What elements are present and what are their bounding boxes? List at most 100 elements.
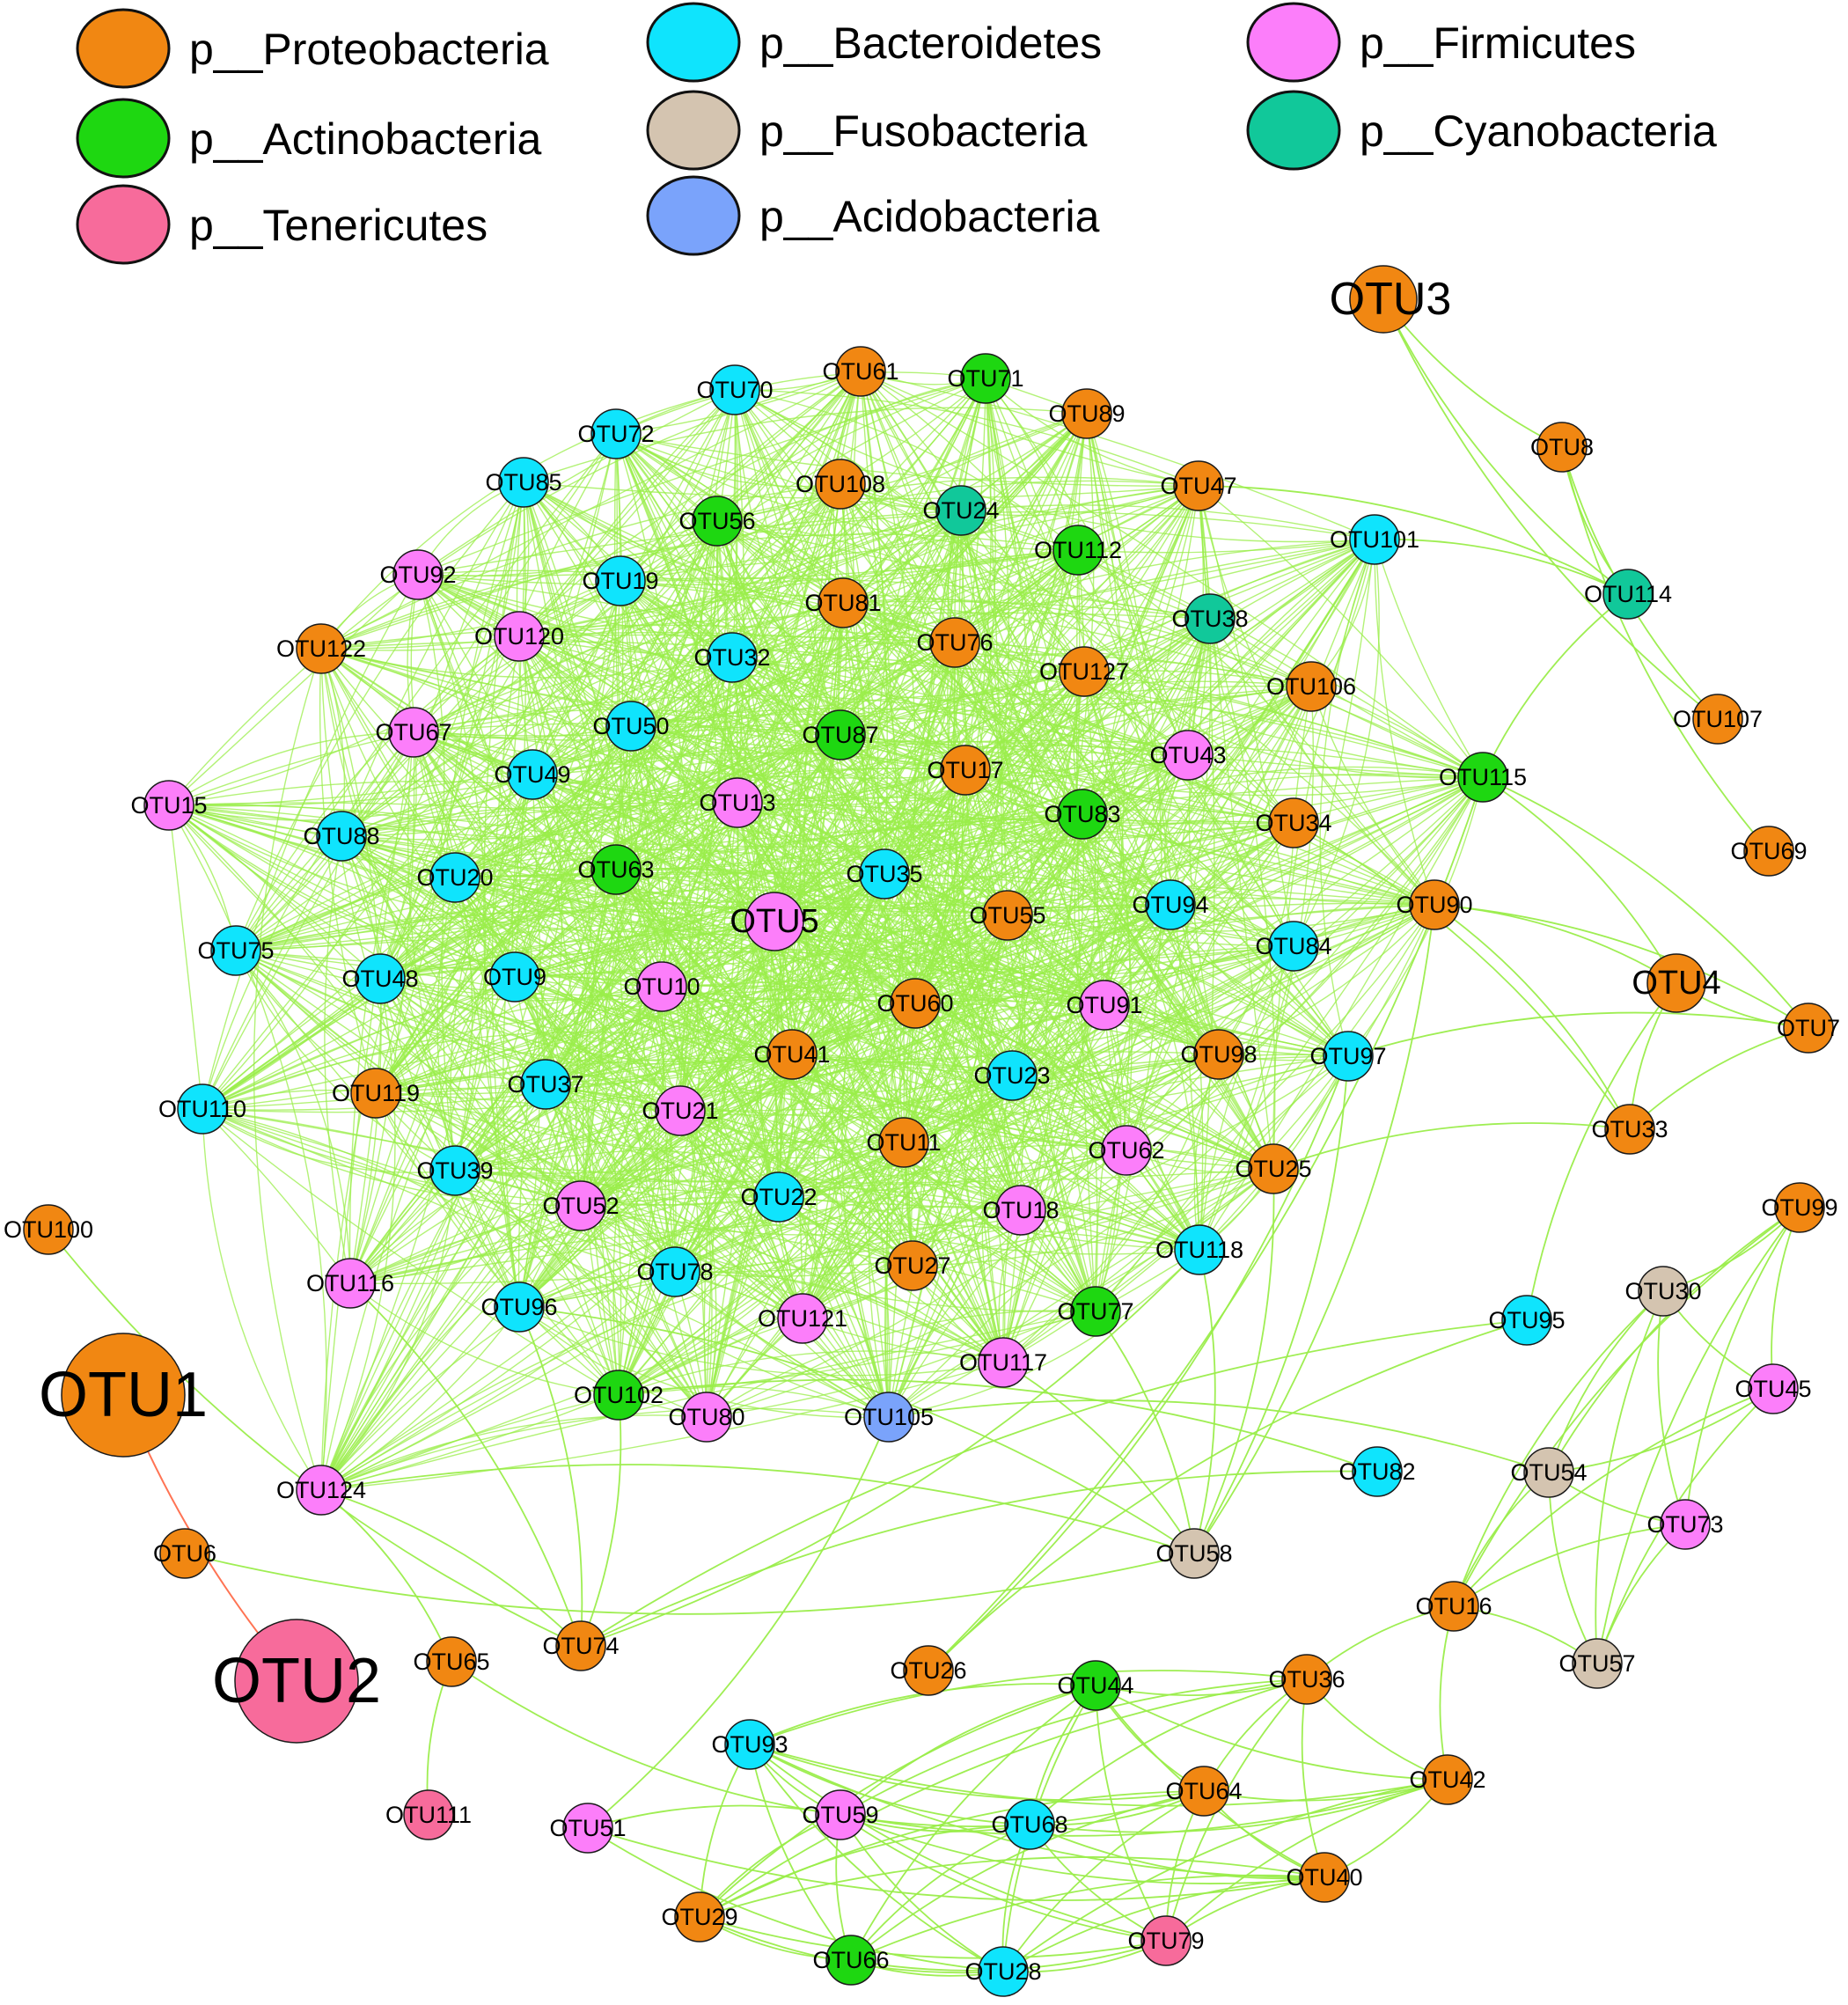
node-otu60[interactable]: OTU60 <box>876 978 954 1029</box>
node-otu77[interactable]: OTU77 <box>1057 1286 1134 1337</box>
node-otu10[interactable]: OTU10 <box>623 961 700 1012</box>
node-otu121[interactable]: OTU121 <box>758 1293 847 1344</box>
node-otu19[interactable]: OTU19 <box>582 555 659 606</box>
node-otu73[interactable]: OTU73 <box>1646 1499 1724 1550</box>
node-otu20[interactable]: OTU20 <box>416 852 494 903</box>
node-otu124[interactable]: OTU124 <box>276 1465 366 1516</box>
node-otu90[interactable]: OTU90 <box>1396 879 1473 930</box>
node-otu127[interactable]: OTU127 <box>1039 646 1129 697</box>
node-otu33[interactable]: OTU33 <box>1591 1104 1668 1155</box>
node-otu83[interactable]: OTU83 <box>1044 789 1121 840</box>
node-otu58[interactable]: OTU58 <box>1155 1528 1233 1579</box>
node-otu27[interactable]: OTU27 <box>874 1240 951 1291</box>
node-otu63[interactable]: OTU63 <box>577 844 655 895</box>
node-otu117[interactable]: OTU117 <box>959 1337 1047 1388</box>
node-otu23[interactable]: OTU23 <box>973 1050 1051 1101</box>
node-otu84[interactable]: OTU84 <box>1255 921 1332 972</box>
node-otu26[interactable]: OTU26 <box>890 1645 967 1696</box>
node-otu116[interactable]: OTU116 <box>306 1258 394 1309</box>
node-otu94[interactable]: OTU94 <box>1132 879 1209 930</box>
node-otu114[interactable]: OTU114 <box>1584 569 1672 620</box>
node-otu30[interactable]: OTU30 <box>1624 1266 1702 1317</box>
node-otu21[interactable]: OTU21 <box>642 1085 719 1136</box>
node-otu82[interactable]: OTU82 <box>1338 1446 1416 1497</box>
node-otu76[interactable]: OTU76 <box>916 617 994 668</box>
node-otu79[interactable]: OTU79 <box>1127 1915 1205 1966</box>
node-otu108[interactable]: OTU108 <box>796 459 885 510</box>
node-otu22[interactable]: OTU22 <box>740 1171 818 1223</box>
node-otu120[interactable]: OTU120 <box>474 611 564 662</box>
node-otu2[interactable]: OTU2 <box>212 1619 381 1744</box>
node-otu49[interactable]: OTU49 <box>494 749 571 800</box>
node-otu62[interactable]: OTU62 <box>1088 1125 1165 1176</box>
node-otu54[interactable]: OTU54 <box>1510 1447 1588 1498</box>
node-otu16[interactable]: OTU16 <box>1415 1581 1492 1632</box>
node-otu34[interactable]: OTU34 <box>1255 797 1332 848</box>
node-otu51[interactable]: OTU51 <box>549 1803 627 1854</box>
node-otu78[interactable]: OTU78 <box>636 1246 714 1297</box>
node-otu96[interactable]: OTU96 <box>480 1282 558 1333</box>
node-otu7[interactable]: OTU7 <box>1777 1002 1840 1054</box>
node-otu67[interactable]: OTU67 <box>375 707 452 758</box>
node-otu39[interactable]: OTU39 <box>416 1145 494 1196</box>
node-otu99[interactable]: OTU99 <box>1761 1182 1838 1233</box>
node-otu110[interactable]: OTU110 <box>158 1083 246 1135</box>
node-otu59[interactable]: OTU59 <box>802 1789 879 1840</box>
node-otu57[interactable]: OTU57 <box>1558 1638 1636 1689</box>
node-otu25[interactable]: OTU25 <box>1235 1143 1312 1194</box>
node-otu92[interactable]: OTU92 <box>379 549 457 600</box>
node-otu100[interactable]: OTU100 <box>4 1204 93 1255</box>
node-otu97[interactable]: OTU97 <box>1309 1031 1387 1082</box>
node-otu64[interactable]: OTU64 <box>1165 1766 1243 1817</box>
node-otu85[interactable]: OTU85 <box>485 457 562 508</box>
node-otu74[interactable]: OTU74 <box>542 1620 620 1671</box>
node-otu5[interactable]: OTU5 <box>730 892 819 951</box>
node-otu13[interactable]: OTU13 <box>699 777 776 828</box>
node-otu17[interactable]: OTU17 <box>927 745 1004 796</box>
node-otu18[interactable]: OTU18 <box>982 1185 1060 1236</box>
node-otu48[interactable]: OTU48 <box>341 953 419 1004</box>
node-otu81[interactable]: OTU81 <box>804 577 882 628</box>
node-otu38[interactable]: OTU38 <box>1171 593 1249 644</box>
node-otu3[interactable]: OTU3 <box>1330 265 1452 334</box>
node-otu56[interactable]: OTU56 <box>678 496 756 547</box>
node-otu28[interactable]: OTU28 <box>964 1946 1042 1997</box>
node-otu41[interactable]: OTU41 <box>753 1029 831 1080</box>
node-otu107[interactable]: OTU107 <box>1673 694 1763 745</box>
node-otu11[interactable]: OTU11 <box>866 1117 942 1168</box>
node-otu32[interactable]: OTU32 <box>693 632 771 683</box>
node-otu98[interactable]: OTU98 <box>1180 1029 1258 1080</box>
node-otu36[interactable]: OTU36 <box>1268 1654 1346 1705</box>
node-otu112[interactable]: OTU112 <box>1034 525 1122 576</box>
node-otu45[interactable]: OTU45 <box>1734 1363 1812 1414</box>
node-otu75[interactable]: OTU75 <box>197 925 275 976</box>
node-otu80[interactable]: OTU80 <box>668 1392 745 1443</box>
node-otu61[interactable]: OTU61 <box>822 346 899 397</box>
node-otu122[interactable]: OTU122 <box>276 623 366 674</box>
node-otu89[interactable]: OTU89 <box>1048 388 1126 439</box>
node-otu118[interactable]: OTU118 <box>1155 1224 1243 1275</box>
node-otu55[interactable]: OTU55 <box>969 890 1046 941</box>
node-otu47[interactable]: OTU47 <box>1160 460 1237 511</box>
node-otu65[interactable]: OTU65 <box>413 1636 490 1687</box>
node-otu93[interactable]: OTU93 <box>711 1719 788 1770</box>
node-otu9[interactable]: OTU9 <box>483 951 546 1002</box>
node-otu71[interactable]: OTU71 <box>947 353 1024 404</box>
node-otu1[interactable]: OTU1 <box>39 1333 208 1458</box>
node-otu8[interactable]: OTU8 <box>1530 422 1594 473</box>
node-otu115[interactable]: OTU115 <box>1439 752 1527 803</box>
node-otu105[interactable]: OTU105 <box>844 1392 934 1443</box>
node-otu101[interactable]: OTU101 <box>1330 514 1419 565</box>
node-otu40[interactable]: OTU40 <box>1286 1852 1363 1903</box>
node-otu70[interactable]: OTU70 <box>696 364 774 415</box>
node-otu119[interactable]: OTU119 <box>332 1068 420 1119</box>
node-otu37[interactable]: OTU37 <box>507 1059 584 1110</box>
node-otu66[interactable]: OTU66 <box>812 1935 890 1986</box>
node-otu4[interactable]: OTU4 <box>1632 953 1721 1013</box>
node-otu88[interactable]: OTU88 <box>303 811 380 862</box>
node-otu106[interactable]: OTU106 <box>1266 661 1356 712</box>
node-otu72[interactable]: OTU72 <box>577 408 655 459</box>
node-otu6[interactable]: OTU6 <box>153 1528 216 1579</box>
node-otu111[interactable]: OTU111 <box>385 1789 472 1840</box>
node-otu91[interactable]: OTU91 <box>1066 980 1143 1031</box>
